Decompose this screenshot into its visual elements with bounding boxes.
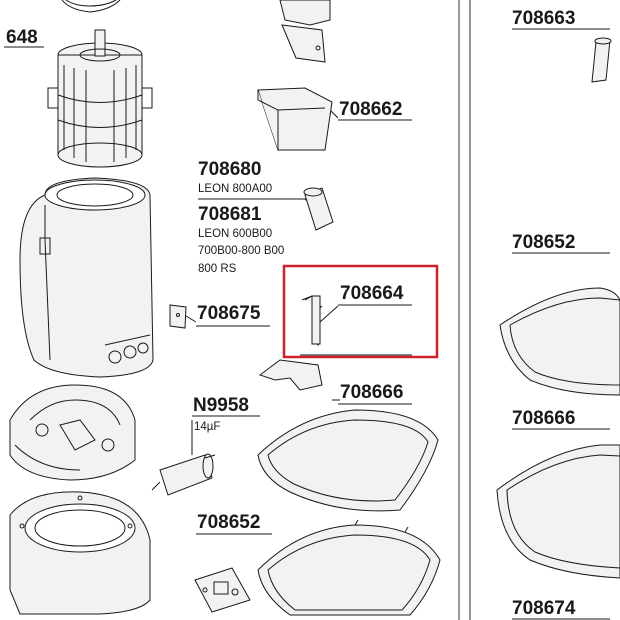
label-708652-right: 708652 xyxy=(512,232,576,253)
bracket-top-part xyxy=(279,0,331,63)
circuit-board-part xyxy=(194,567,251,613)
tube-part-right xyxy=(591,37,612,83)
motor-detail xyxy=(47,48,153,162)
label-708681-desc-1: LEON 600B00 xyxy=(198,228,273,240)
highlight-box xyxy=(282,264,439,359)
label-708652-bottom: 708652 xyxy=(197,512,261,533)
leader-708675 xyxy=(185,315,197,323)
leader-708664 xyxy=(319,305,339,323)
tray-part-center xyxy=(257,409,439,512)
channel-part xyxy=(257,87,333,151)
top-fragment-left xyxy=(61,0,121,13)
label-708664: 708664 xyxy=(340,283,404,304)
label-708680-desc: LEON 800A00 xyxy=(198,183,273,195)
label-708675: 708675 xyxy=(197,303,261,324)
label-708662: 708662 xyxy=(339,99,403,120)
base-part xyxy=(9,384,136,481)
housing-part xyxy=(19,177,154,378)
label-708674: 708674 xyxy=(512,598,576,619)
label-708666-center: 708666 xyxy=(340,382,404,403)
small-plate-part xyxy=(169,304,187,329)
label-708663: 708663 xyxy=(512,8,576,29)
label-N9958-desc: 14µF xyxy=(194,421,221,433)
tray-part-bottom xyxy=(257,519,441,616)
label-708666-right: 708666 xyxy=(512,408,576,429)
label-708681-desc-2: 700B00-800 B00 xyxy=(198,245,285,257)
tray-part-right-a xyxy=(499,287,620,396)
label-708680: 708680 xyxy=(198,159,262,180)
motor-part xyxy=(57,29,143,168)
label-N9958: N9958 xyxy=(193,395,249,416)
label-648: 648 xyxy=(6,27,38,48)
leader-708662 xyxy=(329,109,339,119)
tray-part-right-b xyxy=(496,444,620,579)
label-708681: 708681 xyxy=(198,204,262,225)
clip-part xyxy=(258,359,323,391)
tube-part-center xyxy=(303,187,334,231)
label-708681-desc-3: 800 RS xyxy=(198,263,237,275)
l-bracket-part xyxy=(301,295,323,347)
bottom-base-part xyxy=(9,491,151,615)
capacitor-part xyxy=(151,453,216,496)
